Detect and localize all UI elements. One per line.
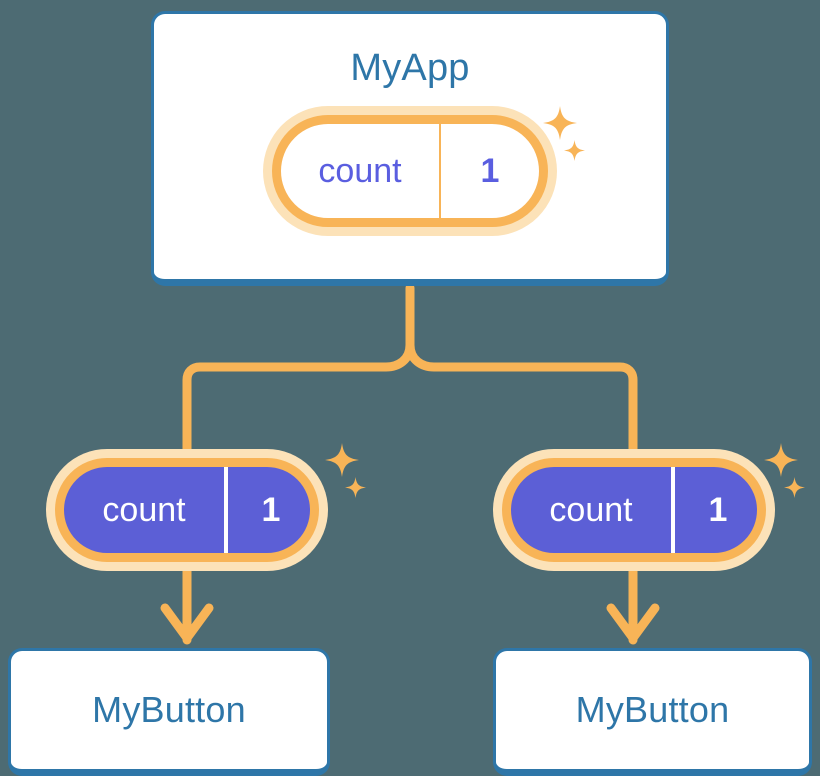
state-pill-divider [439, 124, 441, 218]
sparkle-small-icon [784, 477, 805, 498]
state-pill-body: count 1 [502, 458, 766, 562]
node-myapp-title: MyApp [350, 47, 470, 89]
state-pill-value: 1 [261, 491, 281, 529]
state-pill-left[interactable]: count 1 [55, 458, 319, 562]
state-pill-myapp[interactable]: count 1 [272, 115, 548, 227]
state-pill-value: 1 [708, 491, 728, 529]
arrow-head-left [160, 603, 214, 643]
sparkle-small-icon [345, 477, 366, 498]
state-pill-value: 1 [480, 152, 500, 190]
state-pill-key: count [549, 491, 633, 529]
connector-branch-left [182, 340, 415, 465]
sparkle-icon [764, 443, 798, 477]
node-mybutton-title: MyButton [92, 689, 246, 730]
node-mybutton-title: MyButton [575, 689, 730, 730]
connector-branch-right [405, 340, 638, 465]
state-pill-key: count [318, 152, 402, 190]
node-mybutton-card-left[interactable]: MyButton [8, 648, 330, 776]
state-pill-key: count [102, 491, 186, 529]
node-mybutton-card-right[interactable]: MyButton [493, 648, 812, 776]
state-pill-body: count 1 [55, 458, 319, 562]
state-pill-divider [224, 467, 228, 553]
state-pill-right[interactable]: count 1 [502, 458, 766, 562]
state-pill-body: count 1 [272, 115, 548, 227]
state-pill-divider [671, 467, 675, 553]
arrow-head-right [606, 603, 660, 643]
sparkle-icon [325, 443, 359, 477]
